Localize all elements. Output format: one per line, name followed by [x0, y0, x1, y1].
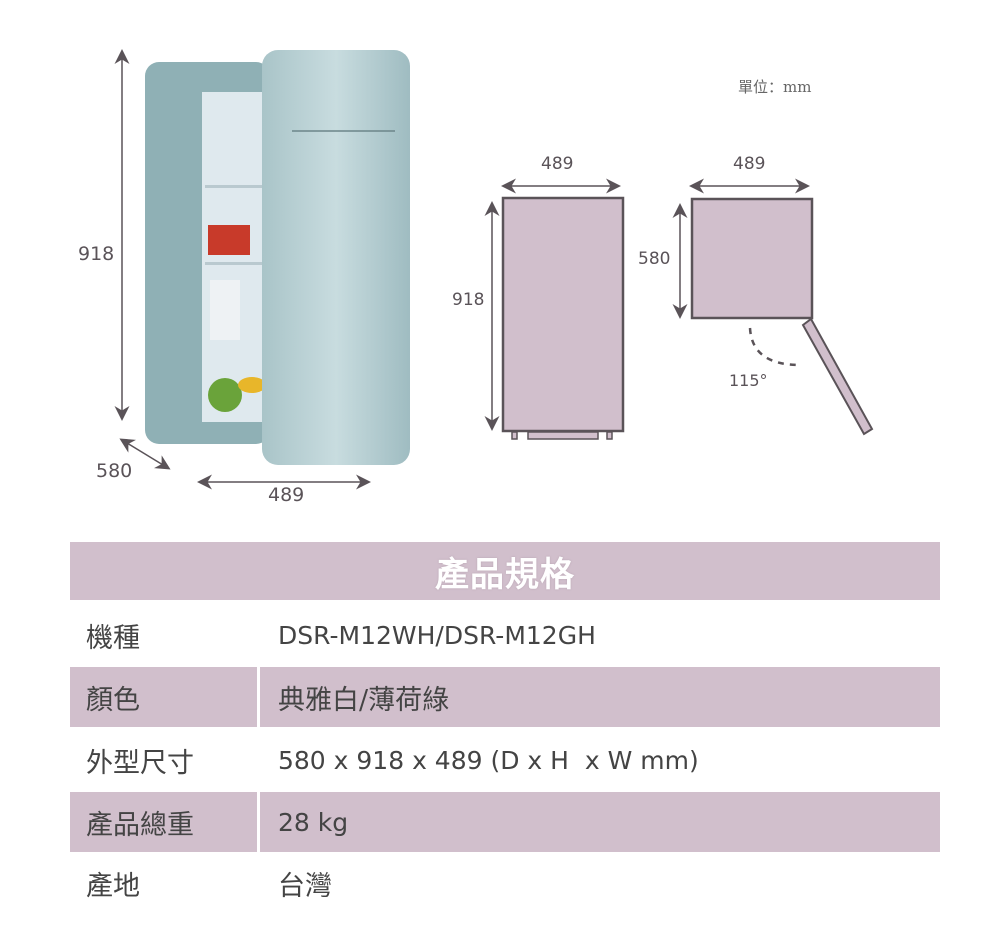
- front-height-label: 918: [452, 290, 485, 310]
- spec-row-dimensions: 外型尺寸 580 x 918 x 489 (D x H x W mm): [70, 730, 940, 790]
- spec-label: 機種: [86, 622, 140, 654]
- spec-value: 580 x 918 x 489 (D x H x W mm): [278, 745, 699, 775]
- spec-row-weight: 產品總重 28 kg: [70, 792, 940, 852]
- spec-row-model: 機種 DSR-M12WH/DSR-M12GH: [70, 605, 940, 665]
- spec-row-origin: 產地 台灣: [70, 853, 940, 913]
- spec-label: 產品總重: [70, 792, 260, 852]
- top-width-label: 489: [733, 154, 766, 174]
- photo-height-label: 918: [78, 243, 115, 265]
- door-angle-label: 115°: [729, 371, 768, 390]
- spec-label: 顏色: [70, 667, 260, 727]
- spec-value: 典雅白/薄荷綠: [278, 684, 450, 716]
- spec-value: 28 kg: [278, 807, 349, 837]
- dimension-diagram: [114, 49, 874, 490]
- spec-label: 外型尺寸: [86, 747, 194, 779]
- front-view-drawing: [484, 178, 625, 440]
- top-view-drawing: [672, 178, 874, 436]
- spec-label: 產地: [86, 870, 140, 902]
- fridge-photo: [145, 50, 410, 465]
- depth-arrow: [119, 438, 171, 470]
- spec-value: DSR-M12WH/DSR-M12GH: [278, 620, 596, 650]
- spec-value: 台灣: [278, 870, 332, 902]
- spec-title: 產品規格: [435, 554, 575, 595]
- spec-row-color: 顏色 典雅白/薄荷綠: [70, 667, 940, 727]
- photo-width-label: 489: [268, 484, 305, 506]
- spec-header: 產品規格: [70, 542, 940, 600]
- photo-depth-label: 580: [96, 460, 133, 482]
- top-depth-label: 580: [638, 249, 671, 269]
- unit-label: 單位：mm: [738, 78, 812, 96]
- front-width-label: 489: [541, 154, 574, 174]
